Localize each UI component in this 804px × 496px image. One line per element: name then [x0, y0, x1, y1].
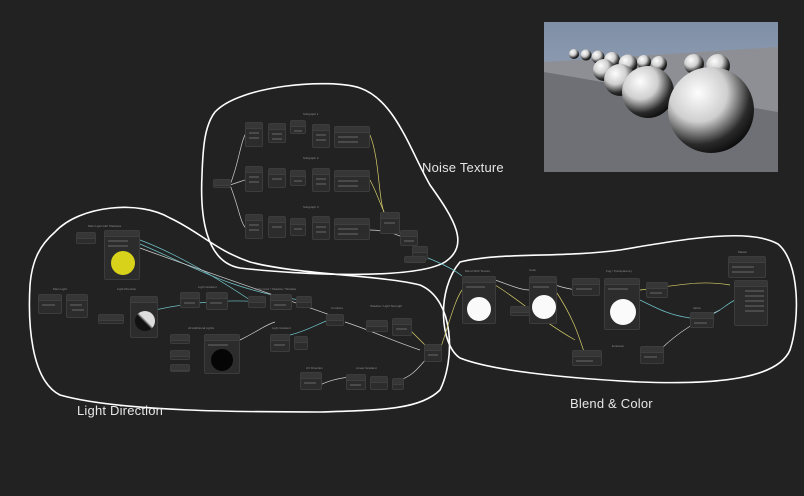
graph-node[interactable] [245, 214, 263, 239]
graph-node[interactable] [424, 344, 442, 362]
graph-node[interactable] [646, 282, 668, 298]
graph-node[interactable] [640, 346, 664, 364]
subgraph-title: Light Color / Shadow / Shadow [255, 287, 297, 291]
subgraph-title: Color [529, 268, 537, 272]
subgraph-title: Subgraph 2 [303, 156, 319, 160]
graph-node[interactable] [326, 314, 344, 326]
graph-node[interactable] [392, 378, 404, 390]
light-direction-node[interactable] [130, 296, 158, 338]
graph-node[interactable] [370, 376, 388, 390]
subgraph-title: Fog / Transparency [606, 269, 632, 273]
graph-node[interactable] [245, 166, 263, 192]
graph-node[interactable] [248, 296, 266, 308]
graph-node[interactable] [290, 218, 306, 236]
group-label-light-direction: Light Direction [77, 403, 164, 418]
graph-node[interactable] [312, 168, 330, 192]
preview-sphere-yellow [111, 251, 135, 275]
graph-node[interactable] [690, 312, 714, 328]
subgraph-title: All Additional Lights [188, 326, 215, 330]
subgraph-title: Light Direction [117, 287, 137, 291]
graph-node[interactable] [334, 218, 370, 240]
graph-node[interactable] [366, 320, 388, 332]
preview-sphere-white [532, 295, 556, 319]
fog-node[interactable] [604, 278, 640, 330]
subgraph-title: Light Gradient [198, 285, 217, 289]
preview-sphere-white [610, 299, 636, 325]
subgraph-title: Subgraph 1 [303, 112, 319, 116]
graph-node[interactable] [300, 372, 322, 390]
graph-node[interactable] [170, 334, 190, 344]
preview-sphere-white [467, 297, 491, 321]
graph-node[interactable] [392, 318, 412, 336]
group-label-noise-texture: Noise Texture [422, 160, 504, 175]
graph-node[interactable] [270, 294, 292, 310]
subgraph-title: Shadow / Light Strength [370, 304, 403, 308]
graph-node[interactable] [76, 232, 96, 244]
subgraph-title: Main Light [53, 287, 67, 291]
subgraph-title: Emission [612, 344, 625, 348]
graph-node[interactable] [728, 256, 766, 278]
graph-node[interactable] [98, 314, 124, 324]
preview-sphere-gradient [135, 311, 155, 331]
blend-node[interactable] [462, 276, 496, 324]
graph-node[interactable] [346, 374, 366, 390]
graph-node[interactable] [572, 350, 602, 366]
subgraph-title: Blend With Texture [465, 269, 491, 273]
graph-node[interactable] [290, 120, 306, 134]
additional-lights-node[interactable] [204, 334, 240, 374]
master-stack-node[interactable] [734, 280, 768, 326]
graph-node[interactable] [268, 168, 286, 188]
graph-node[interactable] [294, 336, 308, 350]
graph-node[interactable] [312, 124, 330, 148]
graph-node[interactable] [270, 334, 290, 352]
graph-node[interactable] [404, 256, 426, 263]
graph-node[interactable] [170, 350, 190, 360]
subgraph-title: Main Light with Shadows [88, 224, 122, 228]
graph-node[interactable] [268, 123, 286, 143]
graph-node[interactable] [180, 292, 200, 308]
graph-node[interactable] [268, 216, 286, 238]
subgraph-title: UV Direction [306, 366, 323, 370]
group-outline-noise-texture [200, 82, 459, 276]
graph-node[interactable] [380, 212, 400, 234]
subgraph-title: Alpha [693, 306, 701, 310]
group-outline-blend-color [442, 234, 798, 384]
graph-node[interactable] [206, 292, 228, 310]
graph-node[interactable] [66, 294, 88, 318]
graph-node[interactable] [334, 126, 370, 148]
group-outline-light-direction [28, 206, 451, 413]
group-label-blend-color: Blend & Color [570, 396, 653, 411]
graph-node[interactable] [170, 364, 190, 372]
graph-node[interactable] [290, 170, 306, 186]
graph-node[interactable] [245, 122, 263, 147]
graph-node[interactable] [296, 296, 312, 308]
graph-node[interactable] [334, 170, 370, 192]
subgraph-title: Subgraph 3 [303, 205, 319, 209]
graph-node[interactable] [38, 294, 62, 314]
subgraph-title: Linear Gradient [356, 366, 377, 370]
graph-node[interactable] [510, 306, 530, 316]
graph-node[interactable] [312, 216, 330, 240]
main-light-node[interactable] [104, 230, 140, 280]
subgraph-title: Combine [331, 306, 344, 310]
graph-node[interactable] [400, 230, 418, 246]
graph-node[interactable] [213, 179, 231, 188]
render-preview-image [544, 22, 778, 172]
preview-sphere-black [211, 349, 233, 371]
subgraph-title: Light Gradient [272, 326, 291, 330]
graph-node[interactable] [572, 278, 600, 296]
render-preview [544, 22, 778, 172]
color-node[interactable] [529, 276, 557, 324]
subgraph-title: Master [738, 250, 748, 254]
